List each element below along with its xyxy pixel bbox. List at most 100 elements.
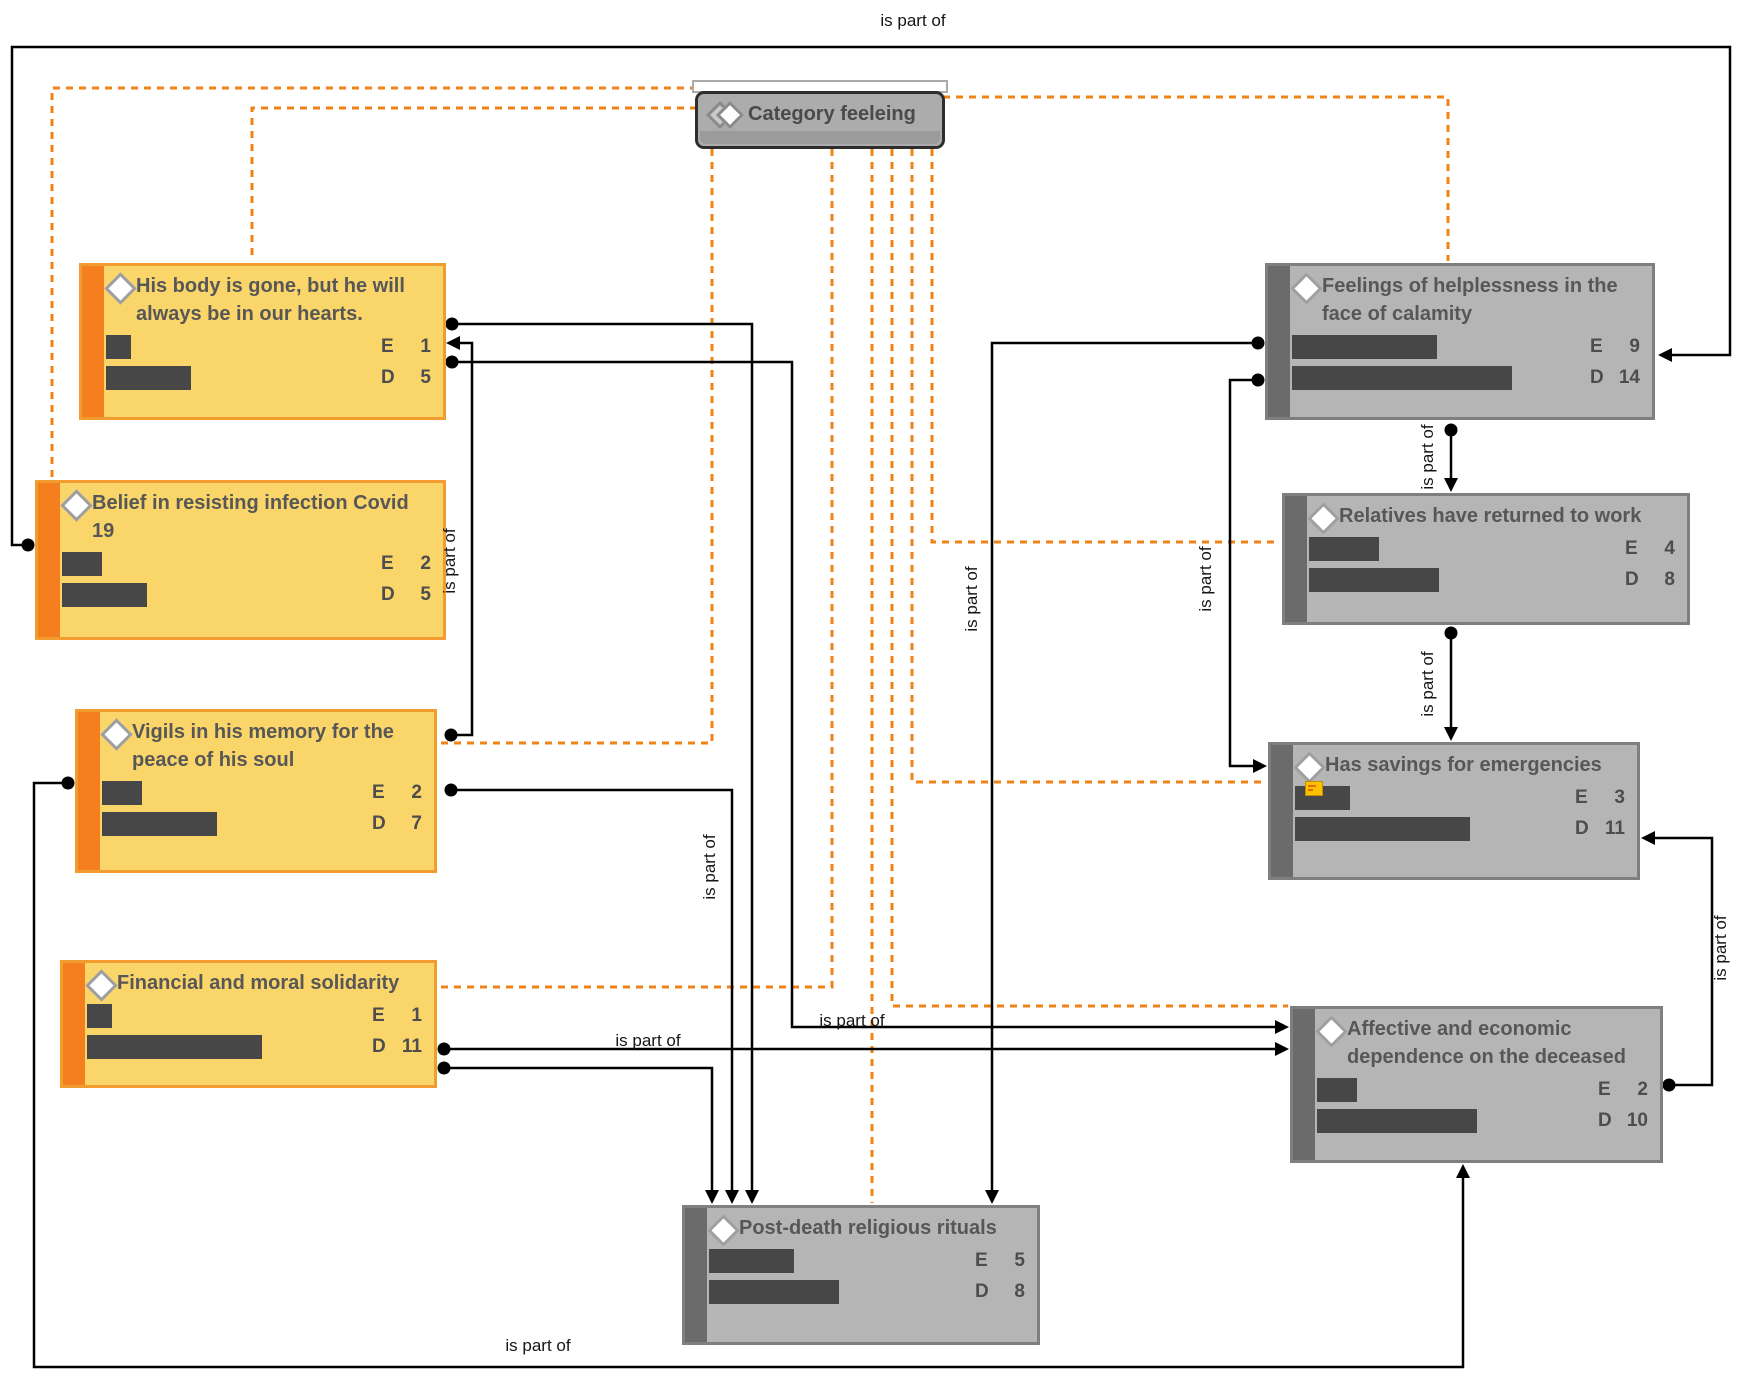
edge-label-vigils-postdeath: is part of bbox=[700, 834, 719, 900]
edge-label-vigils-hisbody: is part of bbox=[440, 528, 459, 594]
d-bar bbox=[87, 1035, 262, 1059]
category-label: Category feeleing bbox=[748, 102, 916, 125]
link-financial-postdeath bbox=[444, 1066, 714, 1193]
link-vigils-postdeath bbox=[451, 788, 734, 1193]
link-belief-feelings-perimeter bbox=[10, 45, 1732, 547]
node-stripe bbox=[1268, 266, 1290, 417]
d-bar bbox=[106, 366, 191, 390]
node-stripe bbox=[685, 1208, 707, 1342]
code-diamond-icon bbox=[707, 1214, 740, 1247]
edge-label-bottom: is part of bbox=[505, 1336, 571, 1355]
d-bar bbox=[1317, 1109, 1477, 1133]
link-source-dots bbox=[21, 317, 1676, 1092]
code-title: Has savings for emergencies bbox=[1325, 754, 1602, 776]
link-affective-hassavings-right bbox=[1652, 836, 1714, 1087]
code-title: Relatives have returned to work bbox=[1339, 505, 1642, 527]
e-bar bbox=[1292, 335, 1437, 359]
e-bar bbox=[62, 552, 102, 576]
edge-label-relatives-hassavings: is part of bbox=[1418, 651, 1437, 717]
category-link-feelings bbox=[943, 95, 1450, 261]
edge-label-hisbody-affective: is part of bbox=[819, 1011, 885, 1030]
node-stripe bbox=[63, 963, 85, 1085]
edge-label-top: is part of bbox=[880, 11, 946, 30]
edge-label-feelings-postdeath: is part of bbox=[962, 566, 981, 632]
d-bar bbox=[1309, 568, 1439, 592]
category-diamonds-icon bbox=[705, 99, 748, 130]
category-node[interactable]: Category feeleing bbox=[695, 91, 945, 149]
category-link-belief bbox=[50, 86, 697, 478]
category-links bbox=[50, 86, 1450, 1203]
node-stripe bbox=[38, 483, 60, 637]
node-stripe bbox=[82, 266, 104, 417]
category-link-has-savings bbox=[910, 149, 1266, 784]
d-bar bbox=[1292, 366, 1512, 390]
e-bar bbox=[87, 1004, 112, 1028]
code-diamond-icon bbox=[100, 718, 133, 751]
e-bar bbox=[102, 781, 142, 805]
code-diamond-icon bbox=[1315, 1015, 1348, 1048]
category-link-relatives bbox=[930, 149, 1280, 544]
category-node-footer bbox=[700, 131, 940, 144]
link-feelings-postdeath bbox=[990, 341, 1258, 1193]
node-stripe bbox=[1285, 496, 1307, 622]
e-bar bbox=[1309, 537, 1379, 561]
code-diamond-icon bbox=[104, 272, 137, 305]
d-bar bbox=[62, 583, 147, 607]
category-link-affective bbox=[890, 149, 1288, 1008]
edge-label-financial-affective: is part of bbox=[615, 1031, 681, 1050]
node-stripe bbox=[1293, 1009, 1315, 1160]
category-link-vigils bbox=[439, 149, 714, 745]
node-stripe bbox=[1271, 745, 1293, 877]
node-stripe bbox=[78, 712, 100, 870]
edge-label-affective-hassavings: is part of bbox=[1711, 915, 1730, 981]
link-vigils-hisbody bbox=[451, 341, 474, 737]
link-arrowheads bbox=[446, 336, 1672, 1204]
d-bar bbox=[102, 812, 217, 836]
memo-icon[interactable] bbox=[1305, 781, 1323, 796]
e-bar bbox=[106, 335, 131, 359]
edge-label-feelings-relatives: is part of bbox=[1418, 424, 1437, 490]
link-hisbody-postdeath bbox=[452, 322, 754, 1193]
code-diamond-icon bbox=[1290, 272, 1323, 305]
code-diamond-icon bbox=[85, 969, 118, 1002]
code-title: Financial and moral solidarity bbox=[117, 972, 400, 994]
edge-label-feelings-hassavings: is part of bbox=[1196, 546, 1215, 612]
code-diamond-icon bbox=[1307, 502, 1340, 535]
e-bar bbox=[709, 1249, 794, 1273]
e-bar bbox=[1317, 1078, 1357, 1102]
d-bar bbox=[1295, 817, 1470, 841]
code-diamond-icon bbox=[60, 489, 93, 522]
code-links bbox=[10, 45, 1732, 1369]
link-vigils-affective-perimeter bbox=[32, 781, 1465, 1369]
